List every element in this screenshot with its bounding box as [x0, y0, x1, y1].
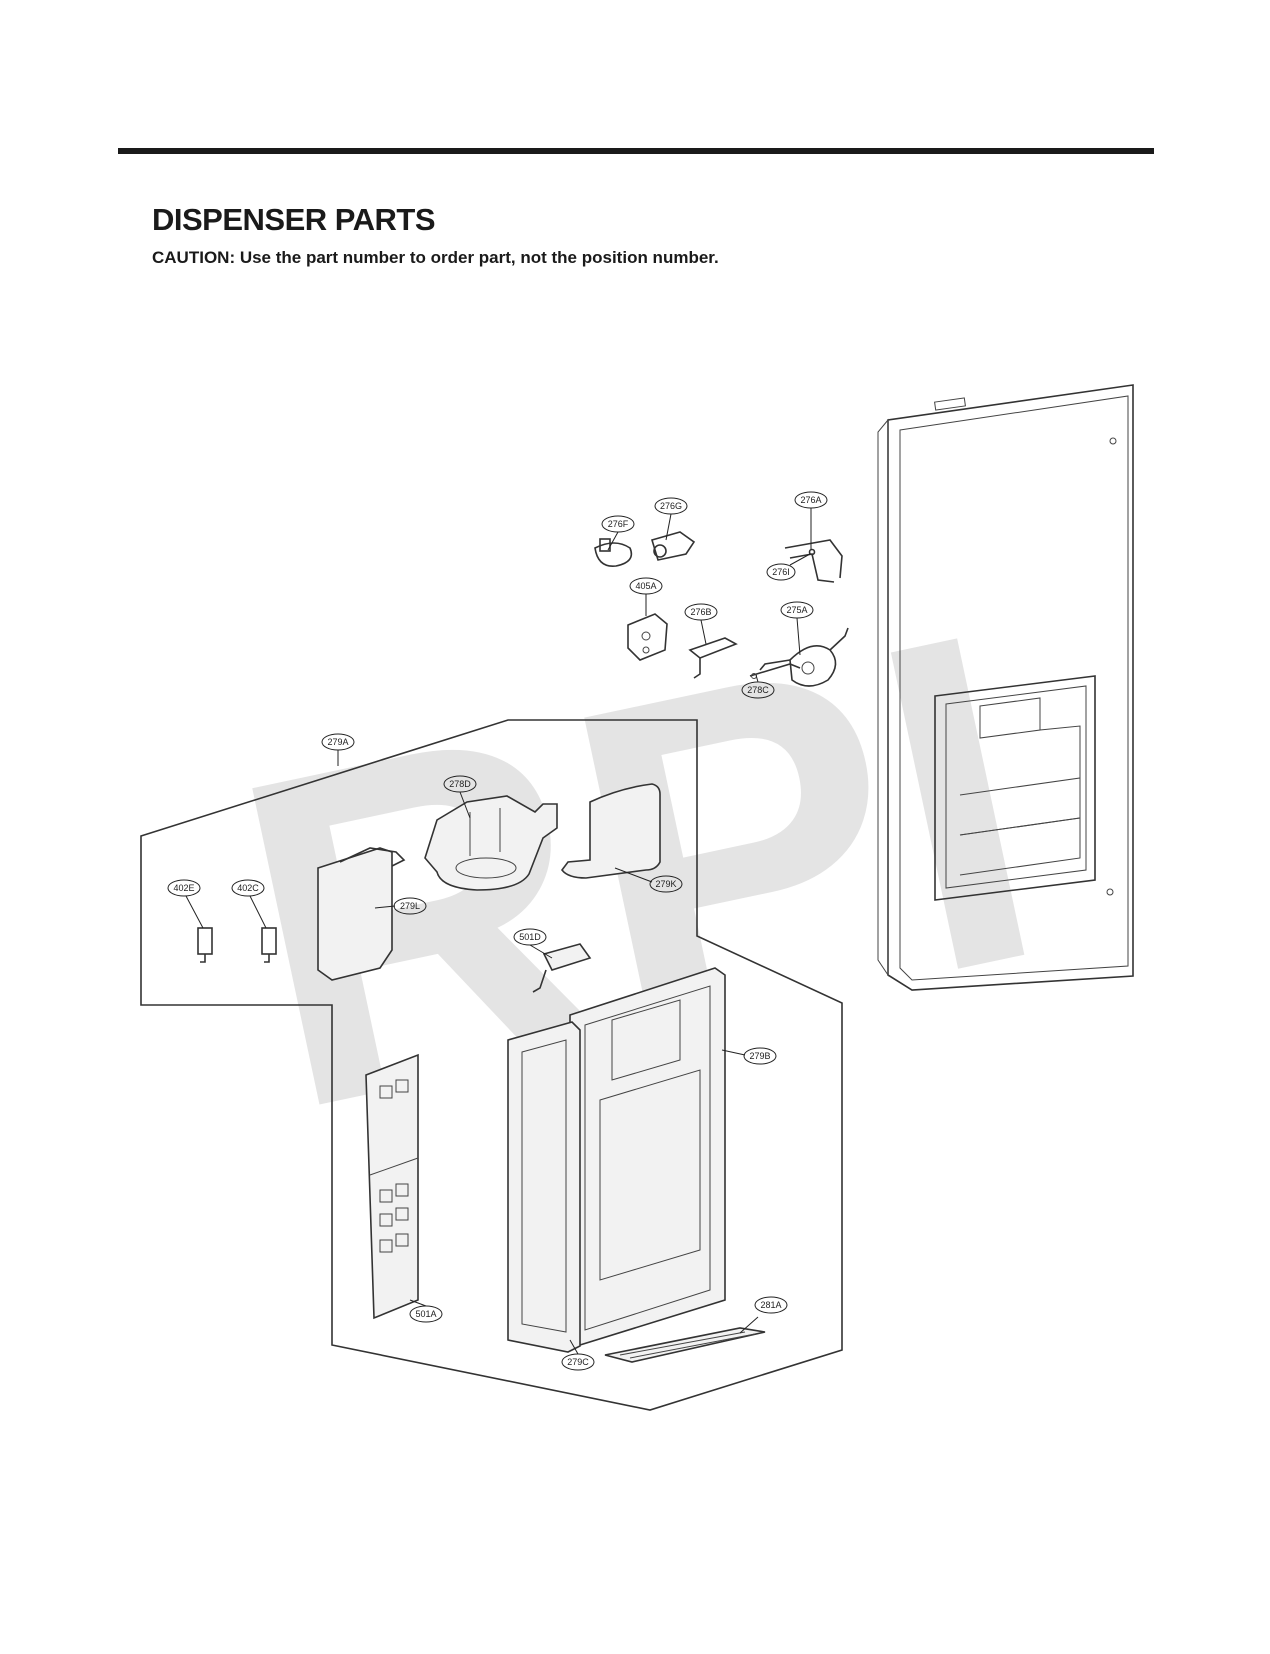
door-panel [877, 384, 1134, 991]
callout-label: 276A [800, 495, 821, 505]
callout-label: 279A [327, 737, 348, 747]
part-278D [424, 795, 558, 891]
part-276G [651, 531, 696, 561]
part-402E [197, 927, 213, 963]
callout-label: 276F [608, 519, 629, 529]
callout-label: 405A [635, 581, 656, 591]
callout-278D: 278D [443, 775, 477, 793]
callout-label: 279B [749, 1051, 770, 1061]
callout-501D: 501D [513, 928, 547, 946]
callout-278C: 278C [741, 681, 775, 699]
callout-label: 281A [760, 1300, 781, 1310]
part-279K [560, 783, 661, 879]
part-276B [688, 637, 738, 679]
callout-402E: 402E [167, 879, 201, 897]
part-279L [317, 847, 406, 981]
part-275A [759, 627, 849, 687]
part-279B [569, 967, 726, 1346]
callout-label: 279K [655, 879, 676, 889]
callout-405A: 405A [629, 577, 663, 595]
part-279C [507, 1021, 581, 1353]
callout-label: 276I [772, 567, 790, 577]
callout-279L: 279L [393, 897, 427, 915]
header-rule [118, 148, 1154, 154]
caution-note: CAUTION: Use the part number to order pa… [152, 248, 719, 267]
callout-label: 279C [567, 1357, 589, 1367]
callout-label: 501D [519, 932, 541, 942]
callout-label: 501A [415, 1309, 436, 1319]
page-title: DISPENSER PARTS [152, 202, 436, 237]
callout-279C: 279C [561, 1353, 595, 1371]
callout-402C: 402C [231, 879, 265, 897]
part-276A [784, 539, 843, 583]
callout-label: 279L [400, 901, 420, 911]
callout-276B: 276B [684, 603, 718, 621]
part-276F [594, 538, 633, 567]
callout-279K: 279K [649, 875, 683, 893]
callout-501A: 501A [409, 1305, 443, 1323]
callout-label: 276B [690, 607, 711, 617]
assembly-outline [140, 719, 843, 1411]
callout-276F: 276F [601, 515, 635, 533]
callout-label: 275A [786, 605, 807, 615]
part-501A [365, 1053, 419, 1320]
leader-lines [185, 508, 812, 1355]
part-405A [627, 613, 668, 661]
callout-275A: 275A [780, 601, 814, 619]
callout-276G: 276G [654, 497, 688, 515]
callout-label: 402C [237, 883, 259, 893]
callout-279B: 279B [743, 1047, 777, 1065]
callout-label: 402E [173, 883, 194, 893]
callout-label: 278C [747, 685, 769, 695]
callout-279A: 279A [321, 733, 355, 751]
callout-276A: 276A [794, 491, 828, 509]
part-281A [604, 1327, 766, 1363]
callout-276I: 276I [766, 563, 796, 581]
part-501D [532, 943, 592, 993]
callout-label: 278D [449, 779, 471, 789]
callout-281A: 281A [754, 1296, 788, 1314]
callout-label: 276G [660, 501, 682, 511]
part-402C [261, 927, 277, 963]
